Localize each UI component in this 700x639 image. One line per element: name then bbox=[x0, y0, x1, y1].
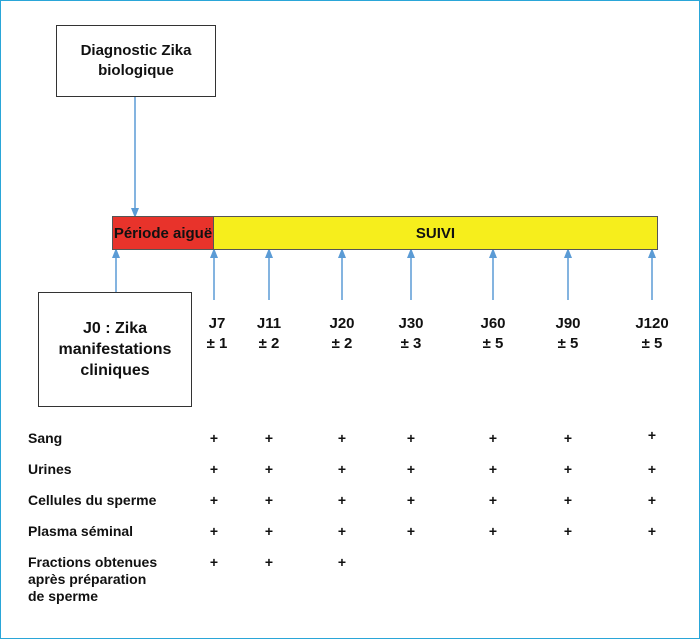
sample-collected-mark: + bbox=[264, 492, 274, 508]
sample-collected-mark: + bbox=[647, 523, 657, 539]
sample-collected-mark: + bbox=[264, 461, 274, 477]
timepoint-day: J60 bbox=[480, 315, 506, 332]
timepoint-label: J120 ± 5 bbox=[622, 314, 682, 354]
follow-up-bar: SUIVI bbox=[213, 216, 658, 250]
timepoint-tolerance: ± 5 bbox=[482, 335, 504, 352]
acute-phase-bar: Période aiguë bbox=[112, 216, 214, 250]
sample-collected-mark: + bbox=[209, 461, 219, 477]
sample-collected-mark: + bbox=[563, 430, 573, 446]
timepoint-day: J7 bbox=[208, 315, 226, 332]
timepoint-label: J7± 1 bbox=[187, 314, 247, 354]
sample-collected-mark: + bbox=[647, 461, 657, 477]
sample-collected-mark: + bbox=[488, 523, 498, 539]
sample-collected-mark: + bbox=[337, 461, 347, 477]
timepoint-tolerance: ± 3 bbox=[400, 335, 422, 352]
sample-collected-mark: + bbox=[488, 492, 498, 508]
sample-collected-mark: + bbox=[337, 430, 347, 446]
sample-label: Plasma séminal bbox=[28, 523, 134, 539]
sample-collected-mark: + bbox=[563, 461, 573, 477]
sample-collected-mark: + bbox=[337, 554, 347, 570]
sample-collected-mark: + bbox=[563, 492, 573, 508]
sample-collected-mark: + bbox=[209, 430, 219, 446]
sample-collected-mark: + bbox=[209, 554, 219, 570]
timepoint-label: J30± 3 bbox=[381, 314, 441, 354]
sample-collected-mark: + bbox=[209, 523, 219, 539]
sample-collected-mark: + bbox=[647, 427, 657, 443]
sample-label: Fractions obtenues après préparation de … bbox=[28, 554, 158, 604]
timepoint-label: J11± 2 bbox=[239, 314, 299, 354]
sample-collected-mark: + bbox=[406, 523, 416, 539]
sample-collected-mark: + bbox=[406, 430, 416, 446]
sample-collected-mark: + bbox=[264, 523, 274, 539]
timepoint-tolerance: ± 5 bbox=[641, 335, 663, 352]
sample-collected-mark: + bbox=[647, 492, 657, 508]
diagnosis-box: Diagnostic Zika biologique bbox=[56, 25, 216, 97]
timepoint-day: J11 bbox=[256, 315, 282, 332]
timepoint-tolerance: ± 2 bbox=[331, 335, 353, 352]
timepoint-label: J90± 5 bbox=[538, 314, 598, 354]
sample-collected-mark: + bbox=[264, 430, 274, 446]
timepoint-day: J120 bbox=[635, 315, 669, 332]
timepoint-tolerance: ± 1 bbox=[206, 335, 228, 352]
timepoint-tolerance: ± 5 bbox=[557, 335, 579, 352]
sample-collected-mark: + bbox=[406, 492, 416, 508]
sample-label: Urines bbox=[28, 461, 72, 477]
sample-collected-mark: + bbox=[264, 554, 274, 570]
sample-collected-mark: + bbox=[488, 430, 498, 446]
timepoint-label: J20± 2 bbox=[312, 314, 372, 354]
timepoint-day: J90 bbox=[555, 315, 581, 332]
timepoint-day: J20 bbox=[329, 315, 355, 332]
sample-collected-mark: + bbox=[488, 461, 498, 477]
timepoint-tolerance: ± 2 bbox=[258, 335, 280, 352]
sample-collected-mark: + bbox=[209, 492, 219, 508]
sample-collected-mark: + bbox=[406, 461, 416, 477]
sample-collected-mark: + bbox=[337, 523, 347, 539]
sample-collected-mark: + bbox=[563, 523, 573, 539]
clinical-onset-box: J0 : Zika manifestations cliniques bbox=[38, 292, 192, 407]
timepoint-day: J30 bbox=[398, 315, 424, 332]
sample-label: Cellules du sperme bbox=[28, 492, 157, 508]
sample-label: Sang bbox=[28, 430, 63, 446]
timepoint-label: J60± 5 bbox=[463, 314, 523, 354]
sample-collected-mark: + bbox=[337, 492, 347, 508]
